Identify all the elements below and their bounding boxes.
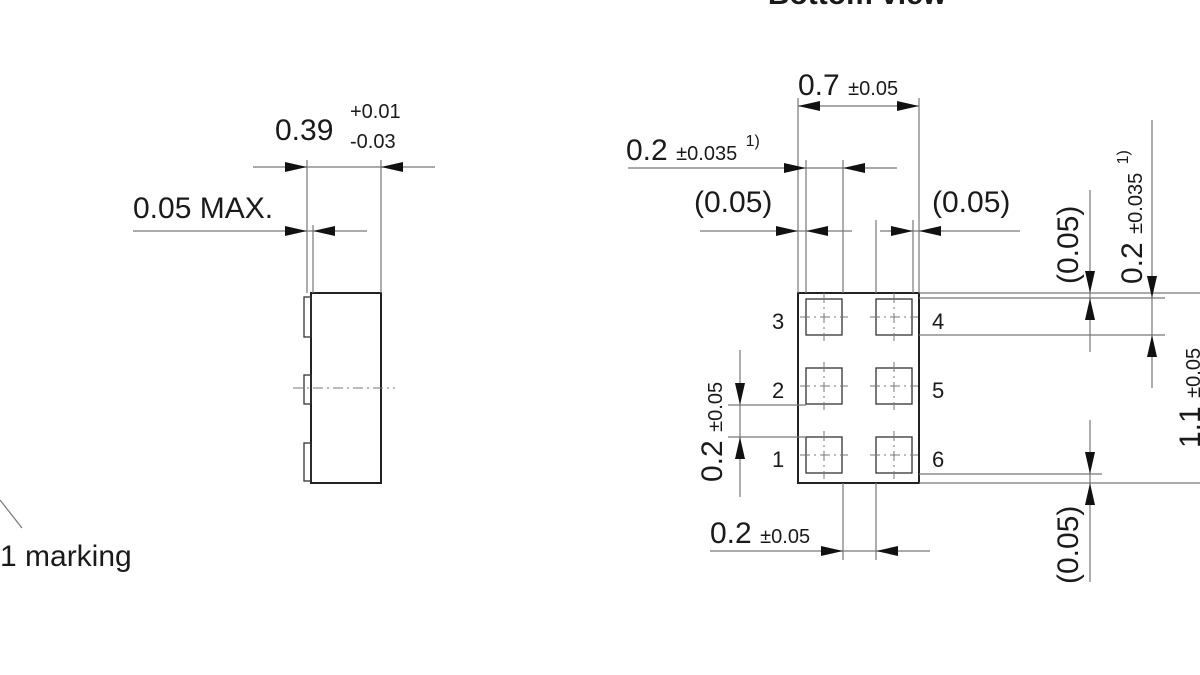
dimension-arrow <box>897 101 919 111</box>
dimension-arrows <box>285 101 1157 556</box>
dimension-arrow <box>876 546 898 556</box>
bottom-view: 3 2 1 4 5 6 0.7 ±0.05 <box>626 69 1200 584</box>
thickness-value: 0.39 <box>275 114 333 147</box>
dimension-arrow <box>843 163 865 173</box>
offset-bottom-dim: (0.05) <box>1052 506 1085 584</box>
marking-leader <box>0 499 23 529</box>
offset-left-dim: (0.05) <box>694 186 772 219</box>
pad-height-dim: 0.2 ±0.035 1) <box>1115 150 1149 284</box>
pad-gap-horizontal-dim: 0.2 ±0.05 <box>710 517 810 550</box>
side-pad <box>303 374 312 405</box>
dimension-arrow <box>1085 483 1095 505</box>
dimension-arrow <box>798 101 820 111</box>
bottom-body <box>797 292 920 484</box>
pin-label-4: 4 <box>932 309 944 334</box>
pad-gap-vertical-dim: 0.2 ±0.05 <box>696 382 729 482</box>
length-dim: 1.1 ±0.05 <box>1174 348 1200 448</box>
dimension-arrow <box>891 226 913 236</box>
dimension-arrow <box>821 546 843 556</box>
marking-label: 1 marking <box>0 540 132 573</box>
standoff-label: 0.05 MAX. <box>133 192 273 225</box>
side-pad <box>303 442 312 482</box>
width-dim: 0.7 ±0.05 <box>798 69 898 102</box>
dimension-arrow <box>1147 276 1157 298</box>
pad-width-dim: 0.2 ±0.035 1) <box>626 133 760 167</box>
dimension-arrow <box>735 383 745 405</box>
dimension-arrow <box>1085 271 1095 293</box>
thickness-tol-minus: -0.03 <box>350 131 396 153</box>
pin-label-6: 6 <box>932 447 944 472</box>
dimension-arrow <box>381 162 403 172</box>
dimension-arrow <box>285 162 307 172</box>
pin-label-2: 2 <box>772 378 784 403</box>
side-view: 0.39 +0.01 -0.03 0.05 MAX. 1 marking <box>0 101 435 573</box>
thickness-tol-plus: +0.01 <box>350 101 401 123</box>
dimension-arrow <box>313 226 335 236</box>
dimension-arrow <box>285 226 307 236</box>
dimension-arrow <box>806 226 828 236</box>
dimension-arrow <box>776 226 798 236</box>
pin-label-3: 3 <box>772 309 784 334</box>
bottom-view-title: Bottom view <box>768 0 947 11</box>
offset-top-dim: (0.05) <box>1052 206 1085 284</box>
dimension-arrow <box>1147 335 1157 357</box>
dimension-arrow <box>1085 298 1095 320</box>
pin-label-1: 1 <box>772 447 784 472</box>
offset-right-dim: (0.05) <box>932 186 1010 219</box>
dimension-arrow <box>735 437 745 459</box>
dimension-arrow <box>919 226 941 236</box>
pin-label-5: 5 <box>932 378 944 403</box>
side-pad <box>303 296 312 338</box>
dimension-arrow <box>1085 452 1095 474</box>
dimension-arrow <box>784 163 806 173</box>
